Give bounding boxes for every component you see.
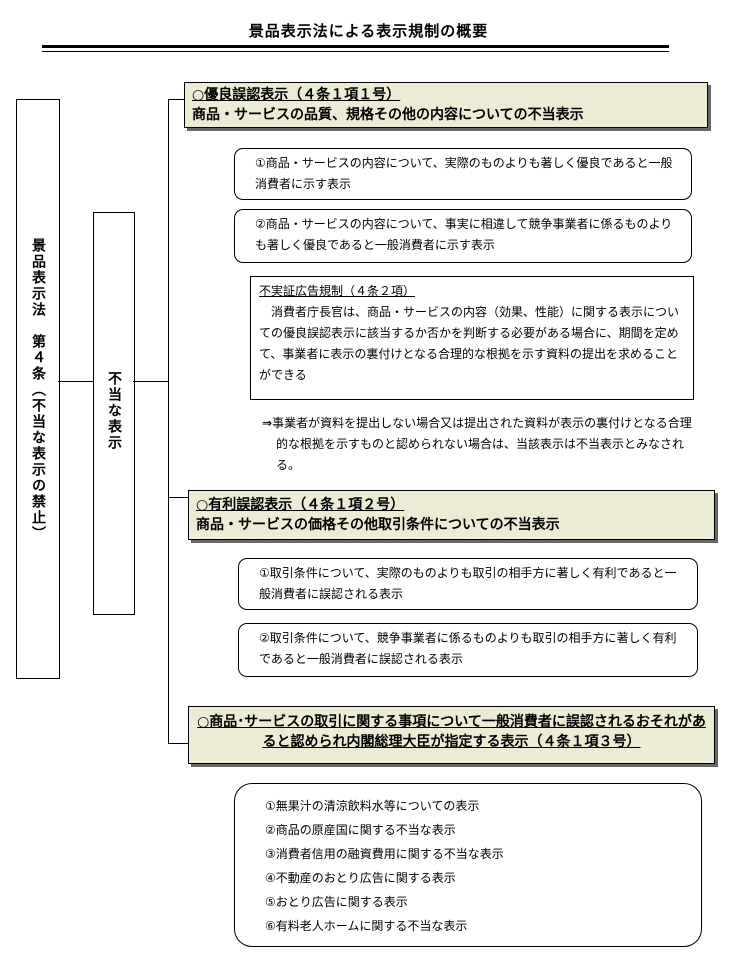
cat1-item-1: ①商品・サービスの内容について、実際のものよりも著しく優良であると一般消費者に示…: [234, 148, 692, 200]
cat1-item-2: ②商品・サービスの内容について、事実に相違して競争事業者に係るものよりも著しく優…: [234, 209, 692, 263]
branch-cat3: [168, 743, 188, 744]
designated-item-4: ④不動産のおとり広告に関する表示: [265, 871, 456, 885]
designated-item-1: ①無果汁の清涼飲料水等についての表示: [265, 799, 480, 813]
category-designated-display: ○商品･サービスの取引に関する事項について一般消費者に誤認されるおそれがあると認…: [188, 706, 715, 764]
category-advantage-misrepresentation: ○有利誤認表示（４条１項２号） 商品・サービスの価格その他取引条件についての不当…: [188, 490, 715, 540]
title-underline-thick: [42, 45, 669, 48]
substantiation-body: 消費者庁長官は、商品・サービスの内容（効果、性能）に関する表示についての優良誤認…: [259, 305, 680, 382]
category-heading: ○有利誤認表示（４条１項２号）: [196, 497, 405, 513]
note-text: 事業者が資料を提出しない場合又は提出された資料が表示の裏付けとなる合理的な根拠を…: [272, 416, 692, 472]
cat2-item-1: ①取引条件について、実際のものよりも取引の相手方に著しく有利であると一般消費者に…: [238, 558, 698, 610]
category-superiority-misrepresentation: ○優良誤認表示（４条１項１号） 商品・サービスの品質、規格その他の内容についての…: [184, 82, 708, 128]
cat2-item-2: ②取引条件について、競争事業者に係るものよりも取引の相手方に著しく有利であると一…: [238, 623, 698, 677]
unfair-display-label: 不当な表示: [106, 371, 122, 451]
unfair-display-box: 不当な表示: [93, 212, 135, 615]
category-description: 商品・サービスの価格その他取引条件についての不当表示: [196, 517, 560, 533]
law-article-box: 景品表示法 第４条（不当な表示の禁止）: [16, 99, 60, 679]
designated-item-6: ⑥有料老人ホームに関する不当な表示: [265, 919, 468, 933]
category-heading: ○商品･サービスの取引に関する事項について一般消費者に誤認されるおそれがあると認…: [197, 714, 706, 750]
category-description: 商品・サービスの品質、規格その他の内容についての不当表示: [192, 107, 584, 123]
substantiation-title: 不実証広告規制（４条２項）: [259, 284, 416, 298]
designated-item-2: ②商品の原産国に関する不当な表示: [265, 823, 456, 837]
branch-cat2: [168, 497, 188, 498]
designated-item-5: ⑤おとり広告に関する表示: [265, 895, 408, 909]
connector-left-mid: [58, 381, 93, 382]
arrow-icon: ⇒: [262, 416, 273, 430]
category-heading: ○優良誤認表示（４条１項１号）: [192, 87, 401, 103]
page-title: 景品表示法による表示規制の概要: [248, 22, 489, 40]
substantiation-box: 不実証広告規制（４条２項） 消費者庁長官は、商品・サービスの内容（効果、性能）に…: [250, 276, 694, 400]
law-article-label: 景品表示法 第４条（不当な表示の禁止）: [30, 238, 46, 542]
branch-cat1: [168, 99, 184, 100]
deemed-unfair-note: ⇒事業者が資料を提出しない場合又は提出された資料が表示の裏付けとなる合理的な根拠…: [262, 413, 696, 479]
trunk-line: [168, 99, 169, 743]
designated-items-box: ①無果汁の清涼飲料水等についての表示 ②商品の原産国に関する不当な表示 ③消費者…: [234, 783, 702, 947]
connector-mid-trunk: [133, 381, 169, 382]
designated-item-3: ③消費者信用の融資費用に関する不当な表示: [265, 847, 504, 861]
title-underline-thin: [42, 51, 669, 52]
